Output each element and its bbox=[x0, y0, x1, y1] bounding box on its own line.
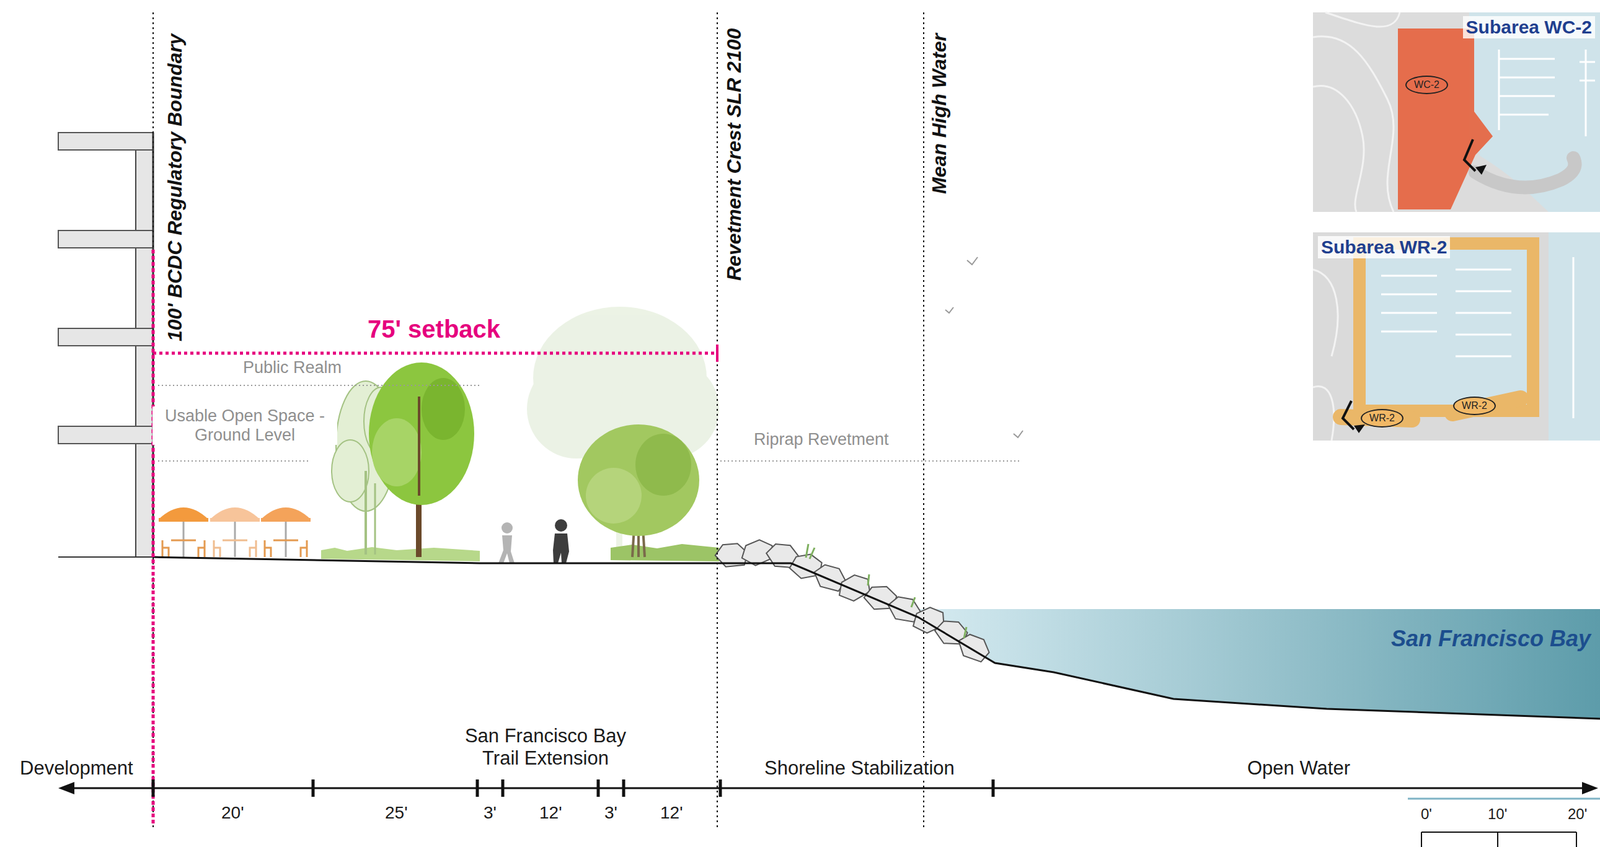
dimension: 12' bbox=[660, 803, 684, 824]
scale-number: 10' bbox=[1487, 805, 1508, 824]
map-inset: Subarea WC-2WC-2 bbox=[1312, 12, 1600, 213]
setback-label: 75' setback bbox=[367, 314, 501, 344]
inset-title: Subarea WC-2 bbox=[1462, 16, 1596, 39]
reference-line-label: 100' BCDC Regulatory Boundary bbox=[163, 33, 187, 342]
zone-label: Public Realm bbox=[240, 358, 345, 378]
scale-number: 20' bbox=[1567, 805, 1587, 824]
zone-label: Development bbox=[17, 757, 136, 780]
subarea-tag: WC-2 bbox=[1405, 75, 1449, 95]
dimension: 3' bbox=[604, 803, 618, 824]
tag-text: WR-2 bbox=[1461, 400, 1488, 412]
zone-label: Open Water bbox=[1244, 757, 1353, 780]
zone-label: Riprap Revetment bbox=[751, 430, 892, 450]
dimension: 12' bbox=[539, 803, 563, 824]
dimension: 20' bbox=[221, 803, 245, 824]
dimension: 3' bbox=[483, 803, 497, 824]
scale-number: 0' bbox=[1420, 805, 1433, 824]
subarea-tag: WR-2 bbox=[1453, 396, 1496, 416]
zone-label: San Francisco Bay Trail Extension bbox=[450, 725, 641, 770]
zone-label: Shoreline Stabilization bbox=[761, 757, 958, 780]
inset-title: Subarea WR-2 bbox=[1317, 236, 1450, 259]
subarea-tag: WR-2 bbox=[1360, 409, 1404, 428]
reference-line-label: Mean High Water bbox=[928, 33, 951, 195]
zone-label: Usable Open Space - Ground Level bbox=[152, 406, 338, 446]
dimension: 25' bbox=[384, 803, 408, 824]
tag-text: WC-2 bbox=[1414, 79, 1440, 91]
water-label: San Francisco Bay bbox=[1391, 626, 1591, 652]
map-inset: Subarea WR-2WR-2WR-2 bbox=[1312, 232, 1600, 441]
tag-text: WR-2 bbox=[1369, 412, 1395, 425]
reference-line-label: Revetment Crest SLR 2100 bbox=[722, 28, 746, 281]
